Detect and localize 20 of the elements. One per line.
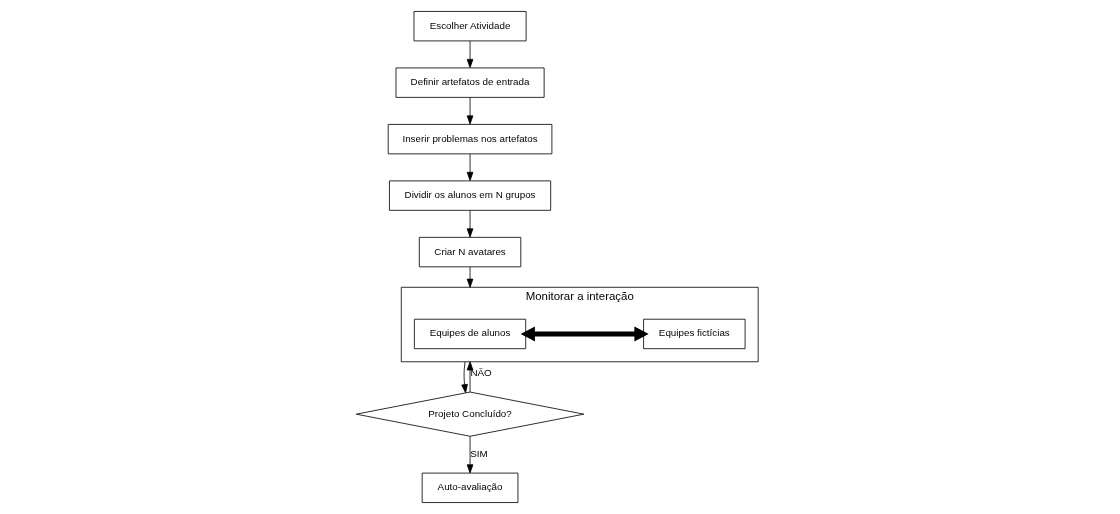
arrow: [466, 436, 473, 474]
arrow: [466, 266, 473, 288]
node-box: Inserir problemas nos artefatos: [387, 124, 552, 155]
arrow: [466, 361, 473, 393]
node-box: Escolher Atividade: [413, 11, 527, 42]
arrow: [466, 97, 473, 125]
edge-label: SIM: [469, 448, 488, 460]
edge-label: NÃO: [469, 367, 492, 379]
arrow: [460, 361, 468, 394]
node-box: Equipes de alunos: [413, 318, 526, 350]
node-box: Auto-avaliação: [421, 472, 518, 503]
arrow: [466, 40, 473, 68]
arrow: [466, 153, 473, 181]
node-box: Criar N avatares: [418, 236, 521, 268]
node-diamond: Projeto Concluído?: [355, 391, 584, 437]
arrow: [466, 210, 473, 238]
node-box: Equipes fictícias: [642, 318, 745, 350]
node-box: Definir artefatos de entrada: [395, 67, 545, 98]
node-box: Dividir os alunos em N grupos: [388, 180, 551, 211]
arrow: [520, 326, 649, 342]
